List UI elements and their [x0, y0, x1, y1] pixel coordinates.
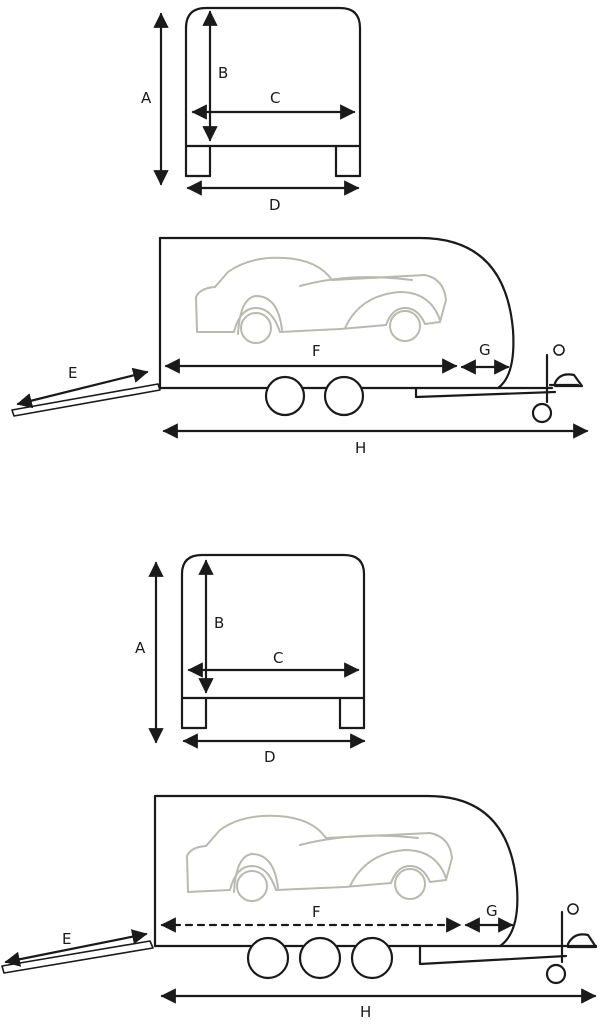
car-rear-fender [344, 291, 441, 329]
car-front-wheel [240, 312, 272, 344]
label-e: E [68, 364, 77, 382]
drawbar [418, 944, 568, 966]
coupling-assembly [545, 903, 598, 985]
trailer-wheel-1 [246, 936, 290, 980]
front-view: A B C D [135, 553, 366, 766]
car-rear-wheel [394, 868, 426, 900]
side-view: E F G H [1, 794, 598, 1021]
loading-ramp [1, 940, 154, 974]
front-view-body [180, 553, 366, 730]
trailer-wheel-1 [264, 375, 306, 417]
drawbar [414, 386, 557, 399]
car-front-wheel [236, 870, 268, 902]
hitch-head [553, 373, 584, 388]
car-rear-fender [349, 849, 447, 887]
label-f: F [312, 342, 321, 360]
label-c: C [273, 649, 283, 667]
car-beltline [299, 276, 413, 287]
car-front-fender [237, 295, 283, 335]
label-d: D [264, 748, 276, 766]
label-g: G [486, 902, 498, 920]
side-view-body [153, 794, 519, 948]
label-e: E [62, 930, 71, 948]
trailer-wheel-3 [350, 936, 394, 980]
car-silhouette [195, 256, 447, 344]
label-h: H [355, 439, 366, 457]
diagram-single-axle: A B C D [11, 6, 589, 457]
car-silhouette [186, 814, 453, 902]
label-a: A [135, 639, 146, 657]
label-a: A [141, 89, 152, 107]
label-f: F [312, 903, 321, 921]
trailer-wheel-2 [298, 936, 342, 980]
car-front-fender [233, 853, 279, 893]
label-g: G [479, 341, 491, 359]
jockey-handle [567, 903, 579, 915]
trailer-wheel-2 [323, 375, 365, 417]
label-b: B [218, 64, 228, 82]
car-rear-wheel [389, 310, 421, 342]
car-beltline [299, 834, 419, 846]
label-h: H [360, 1003, 371, 1021]
dimension-e-arrow [4, 929, 148, 967]
jockey-wheel [531, 402, 553, 424]
car-body-outline [186, 814, 453, 893]
label-d: D [269, 196, 281, 214]
jockey-handle [553, 344, 565, 356]
front-view: A B C D [141, 6, 362, 214]
label-c: C [270, 89, 280, 107]
diagram-triple-axle: A B C D [1, 553, 598, 1021]
car-body-outline [195, 256, 447, 333]
label-b: B [214, 614, 224, 632]
side-view: E F G H [11, 236, 589, 457]
dimension-e-arrow [16, 367, 149, 409]
coupling-assembly [531, 344, 584, 424]
front-view-body [184, 6, 362, 178]
jockey-wheel [545, 963, 567, 985]
